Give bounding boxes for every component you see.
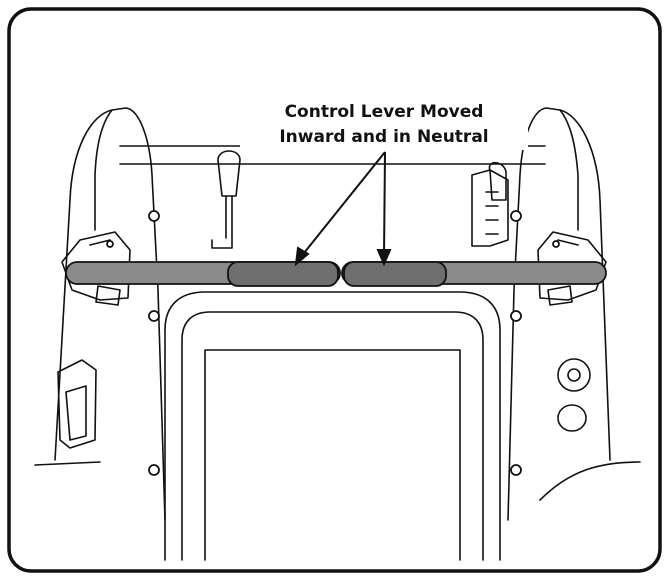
callout-leader-line <box>383 151 386 257</box>
callout-line-2: Inward and in Neutral <box>279 127 489 147</box>
left-lever-handle <box>217 150 241 197</box>
right-throttle-knob <box>488 161 507 201</box>
bolt-icon <box>510 464 522 476</box>
callout-arrow-right-icon <box>376 249 392 267</box>
callout-leader-line <box>299 151 386 259</box>
ignition-switch-icon <box>557 358 591 392</box>
left-lower-edge <box>34 461 101 466</box>
right-lower-curve <box>539 461 641 501</box>
bolt-icon <box>510 310 522 322</box>
bolt-icon <box>552 240 560 248</box>
bolt-icon <box>148 464 160 476</box>
right-fender-inner <box>559 109 579 231</box>
bolt-icon <box>510 210 522 222</box>
callout-label: Control Lever Moved Inward and in Neutra… <box>240 100 528 150</box>
ignition-key-slot-icon <box>567 368 581 382</box>
choke-knob-icon <box>557 404 587 432</box>
left-control-lever-grip <box>227 261 339 287</box>
right-pivot-bracket-detail <box>547 239 579 306</box>
left-pivot-bracket-detail <box>89 239 121 306</box>
seat-inner-frame <box>181 311 484 561</box>
bolt-icon <box>106 240 114 248</box>
figure-border <box>7 7 662 573</box>
left-lever-shaft <box>211 195 233 249</box>
callout-line-1: Control Lever Moved <box>284 102 484 122</box>
seat-back-opening <box>204 349 461 561</box>
seat-outer-frame <box>164 291 501 561</box>
left-fender-inner <box>94 109 113 231</box>
bolt-icon <box>148 310 160 322</box>
bolt-icon <box>148 210 160 222</box>
callout-arrow-left-icon <box>294 246 310 267</box>
right-rack-notches <box>485 191 499 235</box>
left-side-handle-grip <box>65 385 87 441</box>
left-side-handle <box>57 359 97 449</box>
right-control-lever-grip <box>343 261 447 287</box>
